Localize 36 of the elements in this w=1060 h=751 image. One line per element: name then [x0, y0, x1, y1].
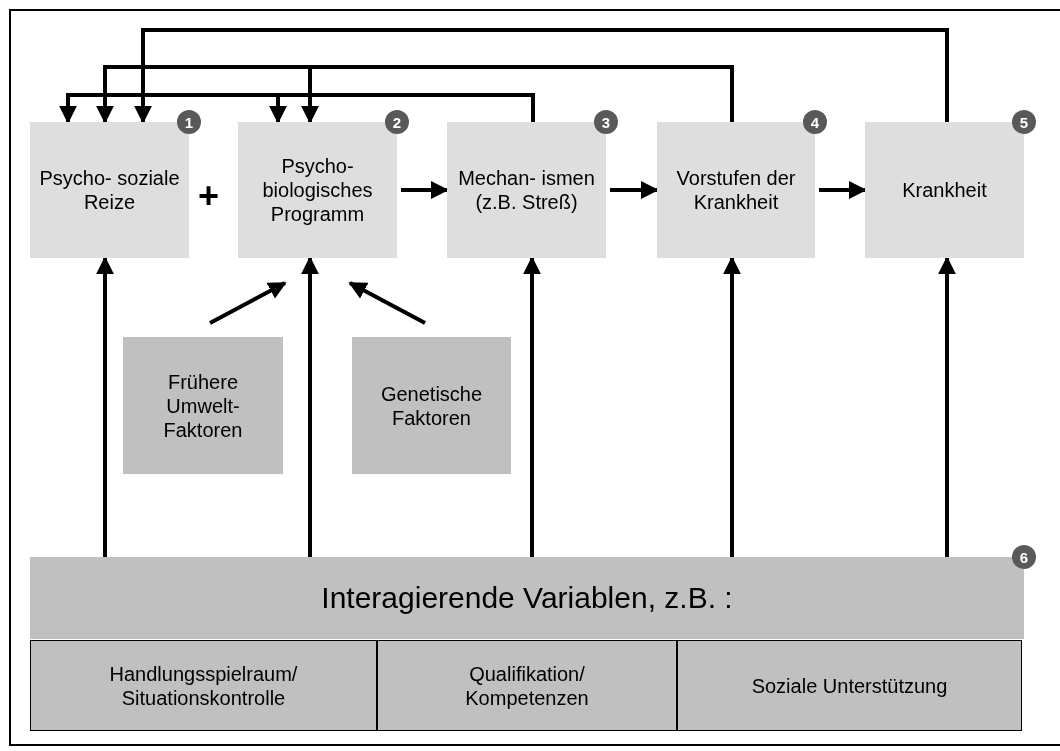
arrow	[401, 181, 449, 199]
arrow	[134, 28, 949, 124]
node-text: Qualifikation/ Kompetenzen	[464, 661, 590, 710]
variable-cell	[677, 640, 1022, 731]
factor-box	[123, 337, 283, 474]
variable-cell	[377, 640, 677, 731]
arrow	[938, 256, 956, 557]
node-text: Psycho- biologisches Programm	[261, 154, 374, 226]
node-text: Handlungsspielraum/ Situationskontrolle	[108, 661, 299, 710]
node-text: Soziale Unterstützung	[751, 673, 948, 698]
plus-sign: +	[198, 176, 220, 216]
arrow	[269, 93, 535, 124]
number-badge: 1	[177, 110, 201, 134]
node-text: Krankheit	[902, 178, 987, 202]
number-badge: 3	[594, 110, 618, 134]
number-badge: 4	[803, 110, 827, 134]
arrow	[301, 65, 734, 124]
arrow	[610, 181, 659, 199]
number-badge: 6	[1012, 545, 1036, 569]
arrow	[819, 181, 867, 199]
factor-box	[352, 337, 511, 474]
node-text: Interagierende Variablen, z.B. :	[321, 580, 733, 616]
arrow	[523, 256, 541, 557]
arrow	[209, 281, 287, 325]
variable-cell	[30, 640, 377, 731]
arrow	[301, 256, 319, 557]
arrow	[348, 281, 426, 325]
node-text: Psycho- soziale Reize	[38, 166, 181, 214]
arrow	[723, 256, 741, 557]
arrow	[96, 256, 114, 557]
number-badge: 5	[1012, 110, 1036, 134]
node-text: Frühere Umwelt- Faktoren	[162, 369, 244, 442]
number-badge: 2	[385, 110, 409, 134]
node-text: Mechan- ismen (z.B. Streß)	[457, 166, 596, 214]
node-text: Genetische Faktoren	[379, 381, 484, 430]
node-text: Vorstufen der Krankheit	[675, 166, 797, 214]
